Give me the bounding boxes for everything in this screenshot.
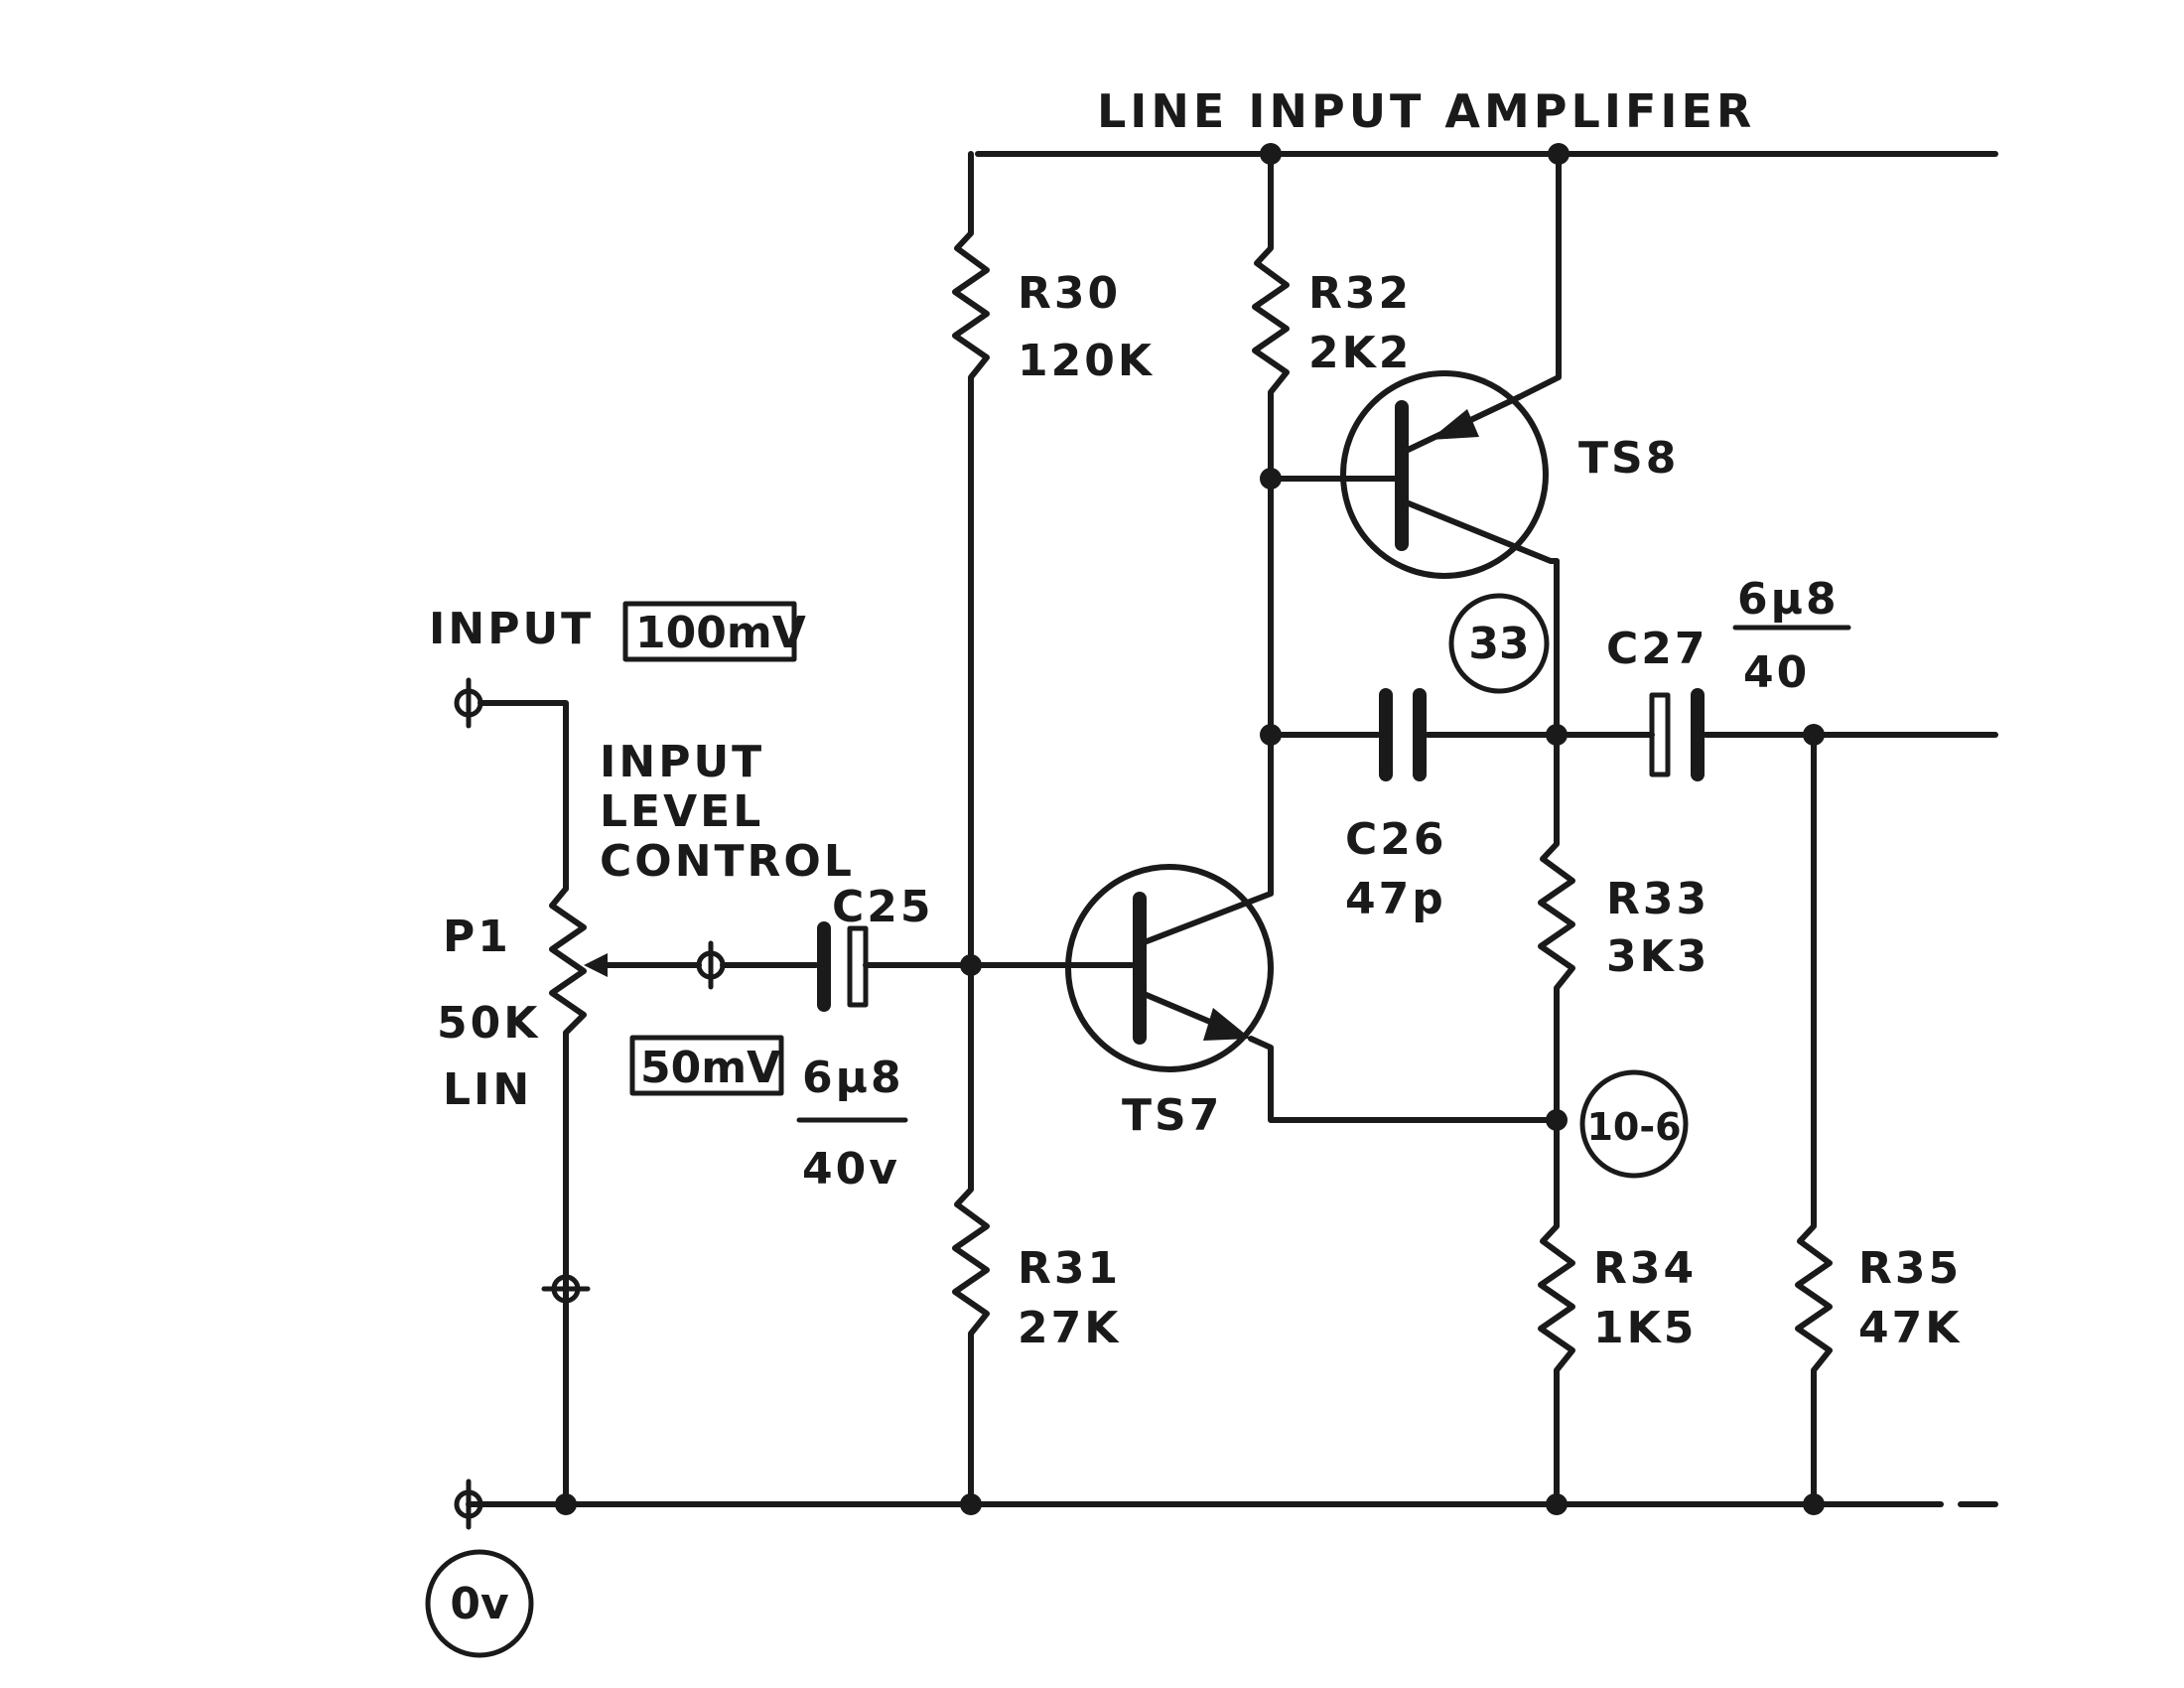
- input-wire: [478, 700, 569, 892]
- pot-p1-track: [549, 886, 587, 1502]
- ground-terminal[interactable]: [454, 1478, 483, 1530]
- c25-ref: C25: [832, 882, 934, 932]
- c27-value: 6µ8: [1737, 574, 1840, 625]
- ts7-ref: TS7: [1122, 1090, 1222, 1141]
- pot-ground-terminal[interactable]: [541, 1274, 591, 1304]
- ts8-emitter-arrow: [1430, 409, 1479, 440]
- r30-resistor: [952, 151, 990, 968]
- junction-dot: [960, 1493, 982, 1515]
- c27-plate-electrolytic: [1649, 692, 1671, 777]
- c26-ref: C26: [1345, 814, 1447, 865]
- r31-value: 27K: [1018, 1303, 1121, 1353]
- test-point-10-6: 10-6: [1586, 1105, 1681, 1149]
- ts8-collector: [1401, 498, 1560, 564]
- junction-dot: [1803, 1493, 1825, 1515]
- ts8-transistor[interactable]: [1340, 370, 1549, 579]
- junction-dot: [1546, 1493, 1568, 1515]
- r32-resistor: [1252, 151, 1290, 482]
- r31-ref: R31: [1018, 1243, 1121, 1294]
- junction-dot: [1548, 143, 1570, 165]
- r31-resistor: [952, 962, 990, 1507]
- r35-value: 47K: [1858, 1303, 1962, 1353]
- p1-ref: P1: [443, 912, 511, 962]
- r30-ref: R30: [1018, 268, 1121, 319]
- ground-label-circle: [425, 1549, 534, 1658]
- ground-label: 0v: [450, 1579, 509, 1629]
- c25-value: 6µ8: [802, 1053, 904, 1103]
- r32-value: 2K2: [1308, 328, 1412, 378]
- r33-value: 3K3: [1606, 931, 1709, 982]
- junction-dot: [555, 1493, 577, 1515]
- c27-rating: 40: [1743, 647, 1810, 698]
- r34-resistor: [1538, 1117, 1575, 1507]
- input-label: INPUT: [429, 604, 594, 654]
- test-point-33: 33: [1468, 619, 1529, 669]
- wiper-terminal[interactable]: [696, 940, 726, 990]
- test-point-circle: [1579, 1069, 1689, 1179]
- control-label-line3: CONTROL: [600, 836, 855, 887]
- c27-ref: C27: [1606, 624, 1708, 674]
- ts7-collector: [1139, 732, 1274, 946]
- c26-value: 47p: [1345, 874, 1446, 924]
- p1-value: 50K: [437, 998, 540, 1049]
- r34-value: 1K5: [1593, 1303, 1697, 1353]
- input-terminal[interactable]: [454, 677, 483, 729]
- p1-taper: LIN: [443, 1064, 532, 1115]
- ts8-ref: TS8: [1578, 433, 1679, 484]
- test-point-circle: [1448, 593, 1550, 694]
- control-label-line2: LEVEL: [600, 786, 763, 837]
- input-level: 100mV: [635, 608, 806, 658]
- ts7-transistor[interactable]: [1065, 864, 1274, 1072]
- r34-ref: R34: [1593, 1243, 1697, 1294]
- wiper-level-box: [629, 1035, 784, 1096]
- wiper-level: 50mV: [640, 1043, 780, 1093]
- ts7-emitter-wire: [1248, 1036, 1554, 1123]
- r35-resistor: [1795, 732, 1833, 1507]
- input-level-box: [622, 601, 797, 662]
- ts7-emitter-arrow: [1203, 1008, 1251, 1041]
- control-label-line1: INPUT: [600, 737, 764, 787]
- ts8-emitter-wire: [1516, 151, 1562, 400]
- diagram-title: LINE INPUT AMPLIFIER: [1097, 84, 1755, 138]
- r33-ref: R33: [1606, 874, 1709, 924]
- r35-ref: R35: [1858, 1243, 1962, 1294]
- r33-resistor: [1538, 732, 1575, 1123]
- c25-rating: 40v: [802, 1144, 900, 1195]
- pot-wiper-arrow: [584, 953, 608, 977]
- r30-value: 120K: [1018, 336, 1155, 386]
- r32-ref: R32: [1308, 268, 1412, 319]
